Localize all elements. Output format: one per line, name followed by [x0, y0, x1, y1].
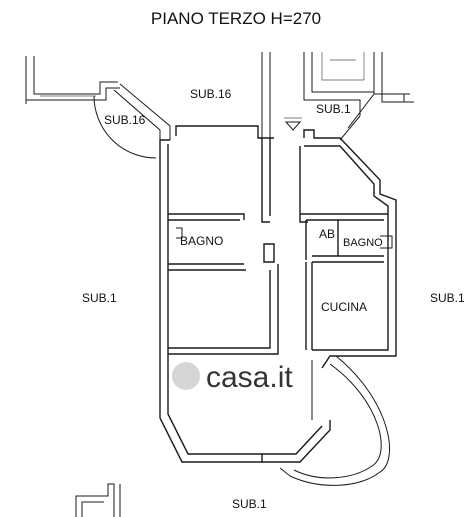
watermark-logo-icon: [172, 362, 200, 390]
label-sub1-bottom: SUB.1: [232, 497, 267, 511]
label-sub1-right: SUB.1: [430, 291, 465, 305]
watermark-text: casa.it: [206, 361, 293, 394]
label-bagno-small: BAGNO: [343, 237, 383, 249]
label-sub16-left: SUB.16: [104, 113, 146, 127]
neighbour-top-right: [261, 52, 414, 141]
label-ab: AB: [319, 227, 335, 241]
neighbour-top-left: [25, 56, 171, 159]
label-sub1-left: SUB.1: [82, 291, 117, 305]
label-bagno-main: BAGNO: [180, 234, 223, 248]
plan-title: PIANO TERZO H=270: [151, 9, 321, 28]
watermark: casa.it: [172, 361, 293, 394]
interior-walls: [168, 138, 393, 355]
label-sub16-top: SUB.16: [190, 87, 232, 101]
neighbour-bottom-left: [75, 483, 121, 517]
label-cucina: CUCINA: [321, 300, 367, 314]
apartment-outline: [159, 125, 397, 486]
label-sub1-top: SUB.1: [316, 102, 351, 116]
